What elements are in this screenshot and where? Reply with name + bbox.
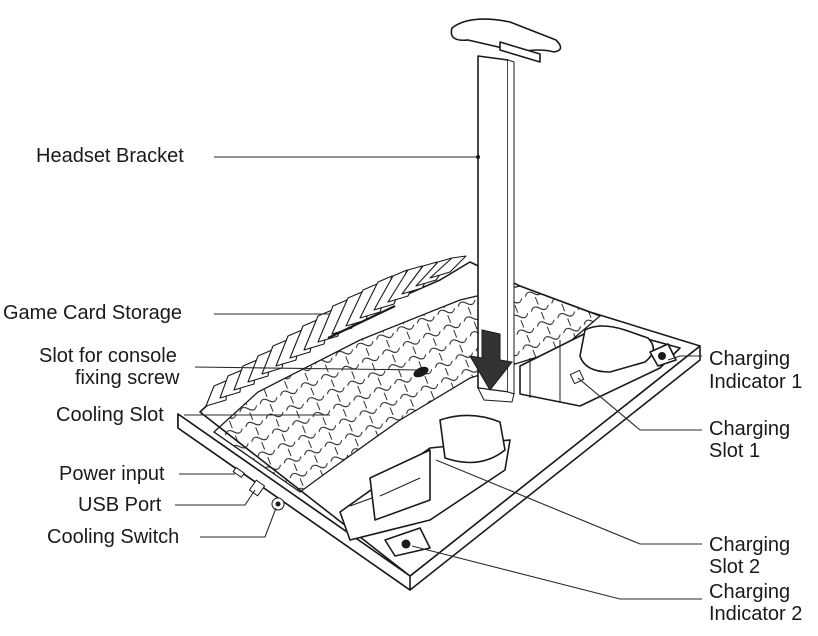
power-input-label: Power input bbox=[59, 463, 165, 485]
headset-bracket bbox=[450, 18, 562, 403]
charging-slot-2 bbox=[339, 414, 511, 557]
console-screw-slot-label-line1: Slot for console bbox=[39, 345, 177, 367]
charging-indicator-1-label-line2: Indicator 1 bbox=[709, 371, 802, 393]
usb-port-label: USB Port bbox=[78, 494, 162, 516]
charging-slot-1-label-line1: Charging bbox=[709, 418, 790, 440]
charging-slot-2-label-line1: Charging bbox=[709, 534, 790, 556]
headset-bracket-label: Headset Bracket bbox=[36, 145, 184, 167]
charging-indicator-2-label-line2: Indicator 2 bbox=[709, 603, 802, 625]
console-screw-slot bbox=[413, 366, 429, 378]
charging-slot-2-label-line2: Slot 2 bbox=[709, 556, 760, 578]
game-card-storage-fins bbox=[205, 255, 467, 407]
charging-slot-1 bbox=[519, 325, 681, 407]
leader-lines bbox=[175, 155, 702, 600]
charging-indicator-2-label-line1: Charging bbox=[709, 581, 790, 603]
game-card-storage-label: Game Card Storage bbox=[3, 302, 182, 324]
insert-arrow-icon bbox=[469, 329, 513, 391]
charging-slot-1-label-line2: Slot 1 bbox=[709, 440, 760, 462]
console-screw-slot-label-line2: fixing screw bbox=[75, 367, 180, 389]
cooling-switch-label: Cooling Switch bbox=[47, 526, 179, 548]
charging-indicator-1-label-line1: Charging bbox=[709, 348, 790, 370]
cooling-slot-label: Cooling Slot bbox=[56, 404, 164, 426]
